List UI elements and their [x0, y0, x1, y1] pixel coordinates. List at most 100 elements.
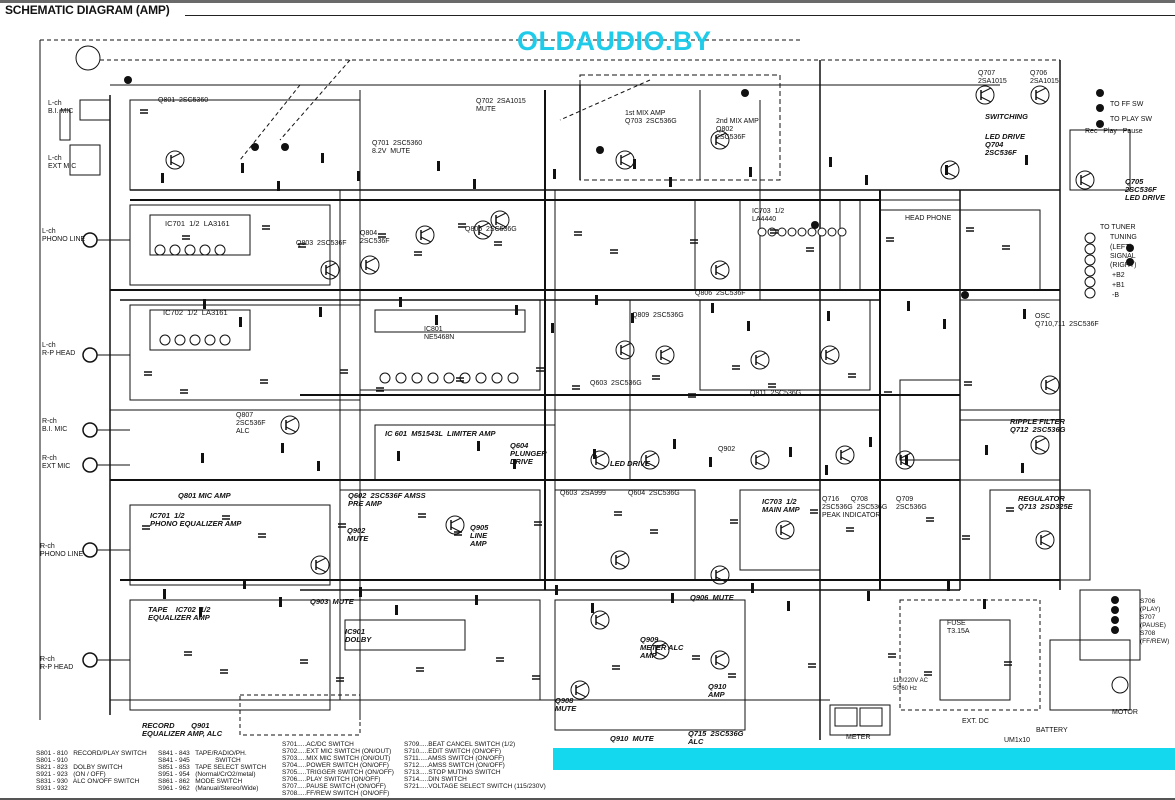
transistor-symbol [750, 350, 770, 370]
legend-entry: S701.....AC/DC SWITCH [282, 741, 354, 748]
wire [1040, 532, 1052, 539]
transistor-symbol [590, 450, 610, 470]
meter-label: METER [846, 734, 871, 741]
resistor [281, 443, 284, 453]
resistor [279, 597, 282, 607]
resistor [437, 161, 440, 171]
banner-bar [553, 748, 1175, 770]
wire [620, 351, 632, 358]
resistor [321, 153, 324, 163]
block-outline [899, 379, 961, 461]
legend-entry: S821 - 823 DOLBY SWITCH [36, 764, 123, 771]
battery-label: BATTERY [1036, 727, 1068, 734]
legend-entry: S801 - 810 RECORD/PLAY SWITCH [36, 750, 147, 757]
wire [655, 651, 667, 658]
label-ripple-filter: RIPPLE FILTER Q712 2SC536G [1010, 417, 1066, 434]
ic-pin [787, 227, 797, 237]
transistor-symbol [360, 255, 380, 275]
label-q910-mute: Q910 MUTE [610, 734, 654, 743]
tuner-pin-2a: (LEFT) [1110, 244, 1132, 251]
wire [595, 452, 607, 459]
resistor [633, 159, 636, 169]
input-jack [82, 652, 98, 668]
wire [780, 531, 792, 538]
tuner-pin [1084, 254, 1096, 266]
label-ic701a: IC701 1/2 LA3161 [165, 219, 230, 228]
ic-pin [427, 372, 439, 384]
transistor-symbol [280, 415, 300, 435]
terminal [741, 89, 749, 97]
block-outline [374, 309, 526, 333]
label-ic701b: IC701 1/2 PHONO EQUALIZER AMP [150, 511, 242, 528]
block-outline [339, 599, 541, 701]
wire [645, 461, 657, 468]
resistor [551, 323, 554, 333]
resistor [631, 313, 634, 323]
transistor-symbol [1030, 435, 1050, 455]
resistor [787, 601, 790, 611]
motor-symbol [1111, 676, 1129, 694]
ic-pin [184, 244, 196, 256]
ic-pin [777, 227, 787, 237]
wire [1045, 386, 1057, 393]
wire [285, 417, 297, 424]
label-q705: Q705 2SC536F LED DRIVE [1125, 177, 1166, 202]
label-q809: Q809 2SC536G [632, 312, 684, 319]
ic-pin [837, 227, 847, 237]
terminal [1096, 120, 1104, 128]
resistor [201, 453, 204, 463]
to-play-sw: TO PLAY SW [1110, 116, 1153, 123]
terminal [1111, 616, 1119, 624]
tuner-pin [1084, 265, 1096, 277]
resistor [513, 459, 516, 469]
resistor [945, 165, 948, 175]
resistor [317, 461, 320, 471]
wire [1035, 96, 1047, 103]
legend-entry: S706.....PLAY SWITCH (ON/OFF) [282, 776, 381, 783]
terminal [1096, 89, 1104, 97]
input-r-ext-mic: R-ch EXT MIC [42, 455, 71, 470]
block-outline [839, 199, 961, 291]
terminal [124, 76, 132, 84]
resistor [671, 593, 674, 603]
block-outline [129, 304, 361, 401]
label-switching: SWITCHING [985, 112, 1028, 121]
resistor [277, 181, 280, 191]
wire [1080, 181, 1092, 188]
wire [620, 342, 632, 349]
block-outline [959, 299, 1061, 411]
page-title: SCHEMATIC DIAGRAM (AMP) [5, 3, 170, 17]
rec-play-pause: Rec Play Pause [1085, 128, 1143, 135]
legend-entry: S708.....FF/REW SWITCH (ON/OFF) [282, 790, 390, 797]
wire [279, 59, 351, 141]
label-q902-mute: Q902 MUTE [347, 526, 369, 543]
transistor-symbol [570, 680, 590, 700]
tuner-pin-4: +B2 [1112, 272, 1125, 279]
block-outline [739, 489, 821, 571]
label-q805: Q805 2SC536G [465, 226, 517, 233]
block-outline [859, 707, 883, 727]
wire [420, 227, 432, 234]
wire [980, 87, 992, 94]
label-ic901: IC901 DOLBY [345, 627, 372, 644]
legend-entry: S921 - 923 (ON / OFF) [36, 771, 106, 778]
wire [450, 517, 462, 524]
wire [1035, 446, 1047, 453]
wire [495, 212, 507, 219]
wire [715, 271, 727, 278]
resistor [711, 303, 714, 313]
resistor [591, 603, 594, 613]
legend-entry: S714.....DIN SWITCH [404, 776, 467, 783]
resistor [397, 451, 400, 461]
transistor-symbol [165, 150, 185, 170]
block-outline [579, 74, 781, 181]
label-q811: Q811 2SC536G [750, 390, 802, 397]
label-q715: Q715 2SC536G ALC [688, 729, 744, 746]
resistor [747, 321, 750, 331]
resistor [241, 163, 244, 173]
block-outline [834, 707, 858, 727]
block-outline [554, 599, 746, 731]
legend-entry: S702.....EXT MIC SWITCH (ON/OUT) [282, 748, 392, 755]
input-l-rp-head: L-ch R-P HEAD [42, 342, 76, 357]
resistor [985, 445, 988, 455]
